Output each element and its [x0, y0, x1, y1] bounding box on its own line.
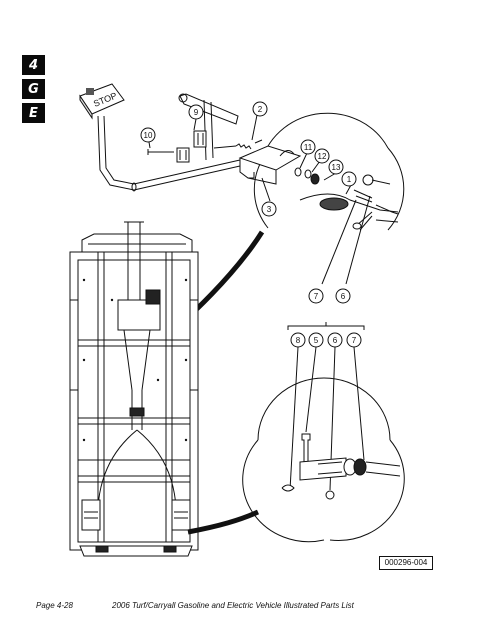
document-title: 2006 Turf/Carryall Gasoline and Electric…	[112, 601, 354, 610]
callouts-detail-upper	[261, 139, 357, 304]
section-tab-e: E	[22, 103, 45, 123]
page-number: Page 4-28	[36, 601, 73, 610]
callout-10: 10	[144, 131, 153, 140]
callout-1: 1	[347, 175, 352, 184]
callout-7: 7	[314, 292, 319, 301]
callout-detail-5: 5	[314, 336, 319, 345]
callout-6: 6	[341, 292, 346, 301]
pedal-assembly: STOP	[79, 83, 263, 192]
callout-detail-7: 7	[352, 336, 357, 345]
callout-12: 12	[318, 152, 327, 161]
callout-11: 11	[304, 143, 313, 152]
figure-id: 000296-004	[379, 556, 433, 570]
callout-9: 9	[194, 108, 199, 117]
callouts-upper	[140, 101, 268, 143]
detail-view-lower	[242, 322, 405, 543]
callout-13: 13	[332, 163, 341, 172]
vehicle-frame	[69, 221, 199, 557]
callout-detail-6: 6	[333, 336, 338, 345]
callout-3: 3	[267, 205, 272, 214]
detail-view-upper	[238, 112, 405, 285]
callout-2: 2	[258, 105, 263, 114]
section-tab-g: G	[22, 79, 45, 99]
callout-detail-8: 8	[296, 336, 301, 345]
section-tab-4: 4	[22, 55, 45, 75]
